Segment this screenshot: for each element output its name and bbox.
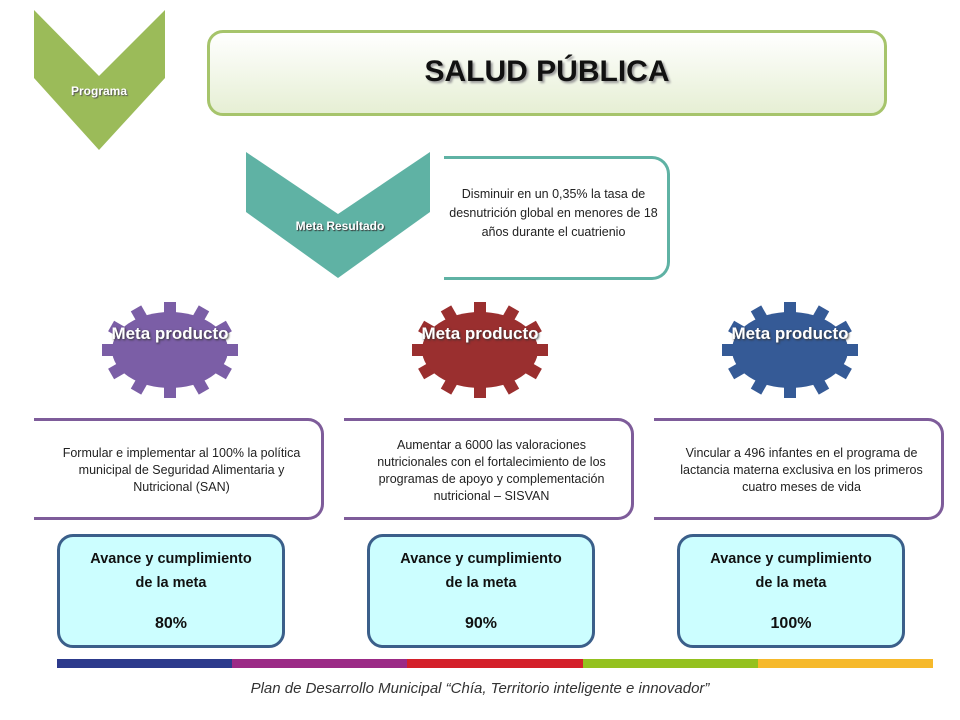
gear-icon — [102, 302, 238, 398]
programa-chevron — [34, 10, 165, 150]
meta-producto-box-3: Vincular a 496 infantes en el programa d… — [654, 418, 944, 520]
meta-producto-text-1: Formular e implementar al 100% la políti… — [62, 446, 301, 494]
avance-box-2: Avance y cumplimiento de la meta 90% — [367, 534, 595, 648]
avance-value: 90% — [464, 615, 498, 632]
avance-title: Avance y cumplimiento — [400, 551, 562, 567]
avance-title: Avance y cumplimiento — [90, 551, 252, 567]
avance-subtitle: de la meta — [135, 575, 207, 591]
gear-icon — [722, 302, 858, 398]
footer-bar-segment — [57, 659, 233, 668]
gear-icon — [412, 302, 548, 398]
avance-box-1: Avance y cumplimiento de la meta 80% — [57, 534, 285, 648]
avance-title: Avance y cumplimiento — [710, 551, 872, 567]
footer-color-bar — [57, 659, 934, 668]
resultado-label: Meta Resultado — [295, 219, 385, 233]
footer-bar-segment — [232, 659, 408, 668]
meta-producto-label-2: Meta producto — [421, 324, 539, 343]
resultado-chevron — [246, 152, 430, 278]
meta-producto-text-2: Aumentar a 6000 las valoraciones nutrici… — [377, 438, 606, 503]
meta-producto-box-2: Aumentar a 6000 las valoraciones nutrici… — [344, 418, 634, 520]
title-banner: SALUD PÚBLICA — [207, 30, 887, 116]
resultado-text: Disminuir en un 0,35% la tasa de desnutr… — [449, 187, 658, 239]
footer-bar-segment — [407, 659, 583, 668]
avance-subtitle: de la meta — [755, 575, 827, 591]
meta-producto-box-1: Formular e implementar al 100% la políti… — [34, 418, 324, 520]
page-title: SALUD PÚBLICA — [424, 55, 670, 88]
avance-value: 80% — [154, 615, 188, 632]
meta-producto-text-3: Vincular a 496 infantes en el programa d… — [680, 446, 923, 494]
meta-producto-label-3: Meta producto — [731, 324, 849, 343]
meta-producto-label-1: Meta producto — [111, 324, 229, 343]
footer-bar-segment — [582, 659, 758, 668]
programa-label: Programa — [70, 84, 128, 98]
avance-box-3: Avance y cumplimiento de la meta 100% — [677, 534, 905, 648]
avance-value: 100% — [770, 615, 812, 632]
footer-bar-segment — [757, 659, 934, 668]
footer-text: Plan de Desarrollo Municipal “Chía, Terr… — [250, 680, 710, 697]
avance-subtitle: de la meta — [445, 575, 517, 591]
resultado-text-box: Disminuir en un 0,35% la tasa de desnutr… — [444, 156, 670, 280]
